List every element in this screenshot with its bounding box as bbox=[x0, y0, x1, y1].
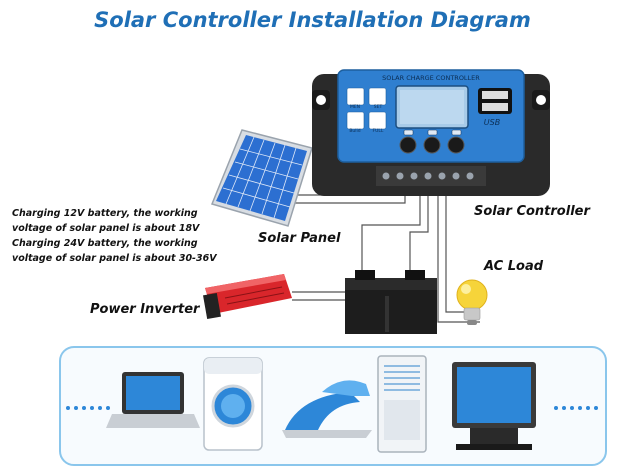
wire-load-2 bbox=[445, 185, 470, 313]
battery-icon bbox=[345, 270, 437, 334]
power-inverter-label: Power Inverter bbox=[90, 302, 200, 317]
controller-brand: USB bbox=[484, 118, 500, 127]
dotted-leaders bbox=[66, 406, 598, 410]
usb-ports-icon bbox=[478, 88, 512, 114]
note-line: Charging 12V battery, the working bbox=[12, 208, 198, 219]
wire-load-1 bbox=[437, 185, 480, 323]
note-line: voltage of solar panel is about 18V bbox=[12, 223, 200, 234]
air-conditioner-icon bbox=[377, 355, 427, 453]
laptop-icon bbox=[106, 372, 200, 428]
note-line: Charging 24V battery, the working bbox=[12, 238, 198, 249]
controller-buttons bbox=[399, 136, 465, 154]
light-bulb-icon bbox=[456, 279, 488, 325]
television-icon bbox=[452, 362, 536, 450]
controller-label: Solar Controller bbox=[474, 204, 590, 219]
icon-label-men: MEN bbox=[350, 104, 360, 110]
controller-terminals bbox=[376, 166, 486, 186]
wire-battery-1 bbox=[361, 185, 421, 272]
iron-icon bbox=[282, 380, 372, 438]
ac-load-label: AC Load bbox=[484, 259, 544, 274]
note-line: voltage of solar panel is about 30-36V bbox=[12, 253, 217, 264]
icon-label-bulid: Bulid bbox=[349, 128, 360, 134]
washing-machine-icon bbox=[203, 357, 263, 451]
diagram-title: Solar Controller Installation Diagram bbox=[94, 8, 531, 32]
solar-panel-label: Solar Panel bbox=[258, 231, 341, 246]
wire-battery-2 bbox=[409, 185, 429, 272]
controller-header: SOLAR CHARGE CONTROLLER bbox=[382, 74, 480, 82]
solar-controller-icon: SOLAR CHARGE CONTROLLER MEN SET Bulid FU… bbox=[312, 69, 550, 196]
power-inverter-icon bbox=[203, 274, 292, 320]
icon-label-set: SET bbox=[374, 104, 383, 110]
voltage-note: Charging 12V battery, the working voltag… bbox=[12, 206, 217, 266]
solar-panel-icon bbox=[210, 129, 313, 227]
icon-label-full: FULL bbox=[373, 128, 384, 134]
